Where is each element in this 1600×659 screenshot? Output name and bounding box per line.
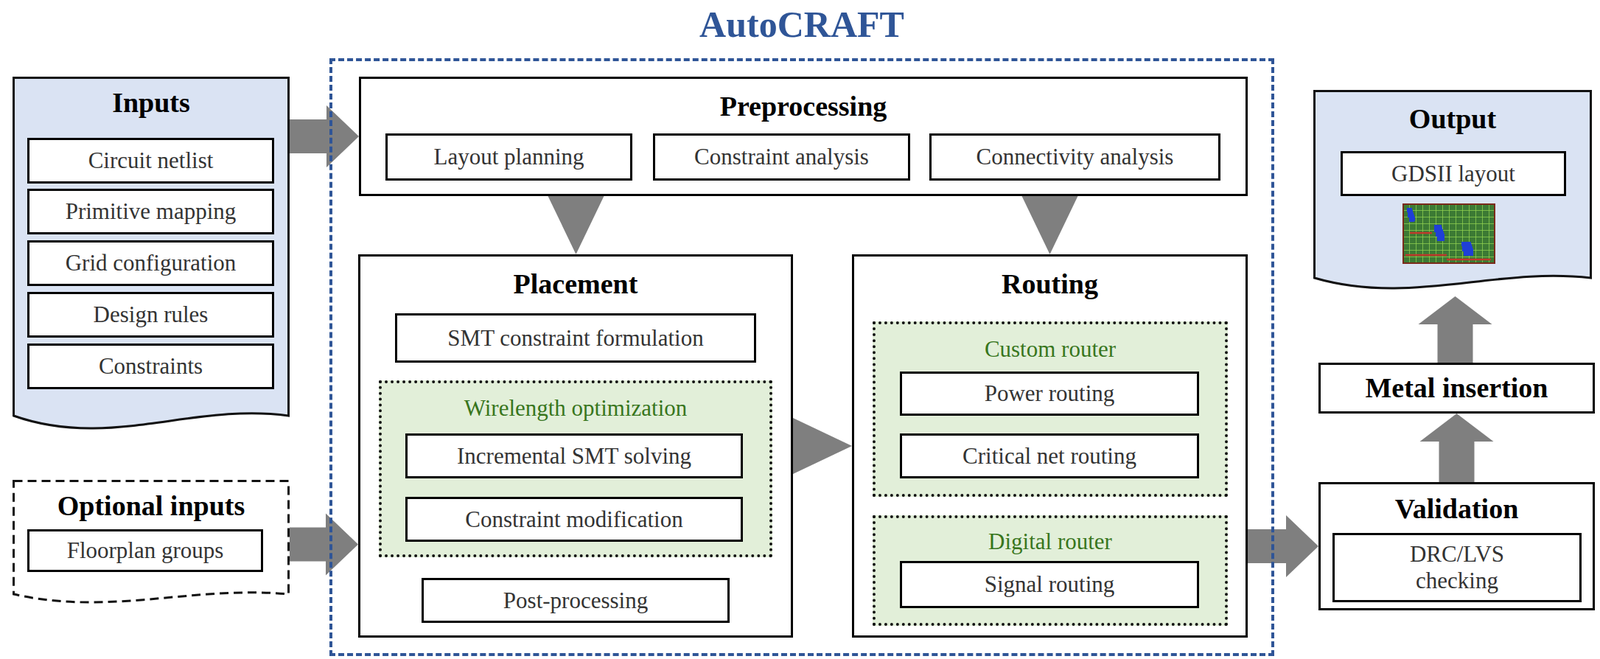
heading: AutoCRAFT <box>332 3 1272 47</box>
box-label: Connectivity analysis <box>972 143 1179 171</box>
block-arrow <box>1247 515 1319 578</box>
process-box: SMT constraint formulation <box>395 313 757 363</box>
block-arrow <box>1420 413 1494 482</box>
thumbnail-cell <box>1463 248 1474 256</box>
input-item: Constraints <box>27 343 275 390</box>
heading: Optional inputs <box>12 490 290 523</box>
heading: Custom router <box>875 336 1225 363</box>
heading: Inputs <box>12 86 290 120</box>
thumbnail-wire <box>1446 258 1491 261</box>
thumbnail-border <box>1403 204 1495 264</box>
box-label: Post-processing <box>498 587 653 614</box>
heading: Preprocessing <box>361 90 1246 124</box>
box-label: GDSII layout <box>1387 160 1520 188</box>
box-label: Grid configuration <box>61 249 241 277</box>
heading: Digital router <box>875 528 1225 555</box>
output-document: OutputGDSII layout <box>1313 89 1592 297</box>
process-box: Signal routing <box>899 560 1200 609</box>
input-item: Design rules <box>27 291 275 338</box>
layout-thumbnail <box>1402 203 1496 264</box>
heading: Validation <box>1320 493 1593 526</box>
box-label: DRC/LVS checking <box>1378 540 1536 594</box>
box-label: Circuit netlist <box>84 147 219 174</box>
thumbnail-grid <box>1402 203 1496 264</box>
process-box: Connectivity analysis <box>929 133 1221 181</box>
loop-group: Wirelength optimizationIncremental SMT s… <box>378 380 773 558</box>
stage-box: PreprocessingLayout planning Constraint a… <box>358 76 1248 197</box>
input-item: Primitive mapping <box>27 188 275 235</box>
process-box: DRC/LVS checking <box>1332 532 1582 603</box>
process-box: GDSII layout <box>1340 151 1567 197</box>
box-label: Metal insertion <box>1360 372 1553 405</box>
block-arrow <box>289 105 359 168</box>
box-label: Incremental SMT solving <box>452 442 696 470</box>
block-arrow <box>548 196 605 255</box>
box-label: Floorplan groups <box>62 537 229 564</box>
box-label: Constraints <box>94 353 208 380</box>
process-box: Metal insertion <box>1318 362 1595 414</box>
box-label: Constraint modification <box>460 506 687 533</box>
block-arrow <box>792 417 852 474</box>
process-box: Critical net routing <box>899 433 1200 479</box>
thumbnail-cell <box>1437 233 1445 241</box>
box-label: SMT constraint formulation <box>442 325 708 352</box>
box-label: Design rules <box>89 301 213 328</box>
router-group: Digital routerSignal routing <box>872 515 1228 626</box>
stage-box: RoutingCustom routerPower routingCritica… <box>851 254 1248 638</box>
box-label: Signal routing <box>980 571 1120 598</box>
process-box: Constraint modification <box>405 496 743 542</box>
thumbnail-wire <box>1405 254 1447 257</box>
box-label: Layout planning <box>428 143 589 171</box>
input-item: Floorplan groups <box>27 529 264 572</box>
process-box: Layout planning <box>385 133 633 181</box>
heading: Wirelength optimization <box>381 395 770 422</box>
heading: Routing <box>854 268 1246 301</box>
thumbnail-shapes <box>1405 207 1491 260</box>
box-label: Constraint analysis <box>689 143 874 171</box>
router-group: Custom routerPower routingCritical net r… <box>872 321 1228 497</box>
thumbnail-cell <box>1409 216 1416 222</box>
process-box: Post-processing <box>421 577 730 623</box>
block-arrow <box>1022 196 1079 255</box>
input-document: InputsCircuit netlistPrimitive mappingGr… <box>12 76 290 438</box>
thumbnail-wire <box>1409 232 1432 235</box>
box-label: Power routing <box>980 380 1120 407</box>
stage-box: PlacementSMT constraint formulationWirel… <box>358 254 793 638</box>
input-item: Grid configuration <box>27 240 275 286</box>
stage-box: ValidationDRC/LVS checking <box>1318 481 1595 611</box>
box-label: Primitive mapping <box>61 198 241 225</box>
heading: Placement <box>360 268 791 301</box>
document-outline <box>14 78 289 429</box>
input-item: Circuit netlist <box>27 137 275 184</box>
process-box: Incremental SMT solving <box>405 433 743 479</box>
thumbnail-ground <box>1402 203 1496 264</box>
block-arrow <box>1418 296 1493 363</box>
framework-frame: AutoCRAFTPreprocessingLayout planningCon… <box>329 58 1275 656</box>
process-box: Power routing <box>899 371 1200 416</box>
box-label: Critical net routing <box>958 442 1141 470</box>
block-arrow <box>289 513 359 576</box>
optional-input-document: Optional inputsFloorplan groups <box>12 479 290 609</box>
process-box: Constraint analysis <box>652 133 911 181</box>
thumbnail-cell <box>1409 214 1415 222</box>
heading: Output <box>1313 103 1592 136</box>
